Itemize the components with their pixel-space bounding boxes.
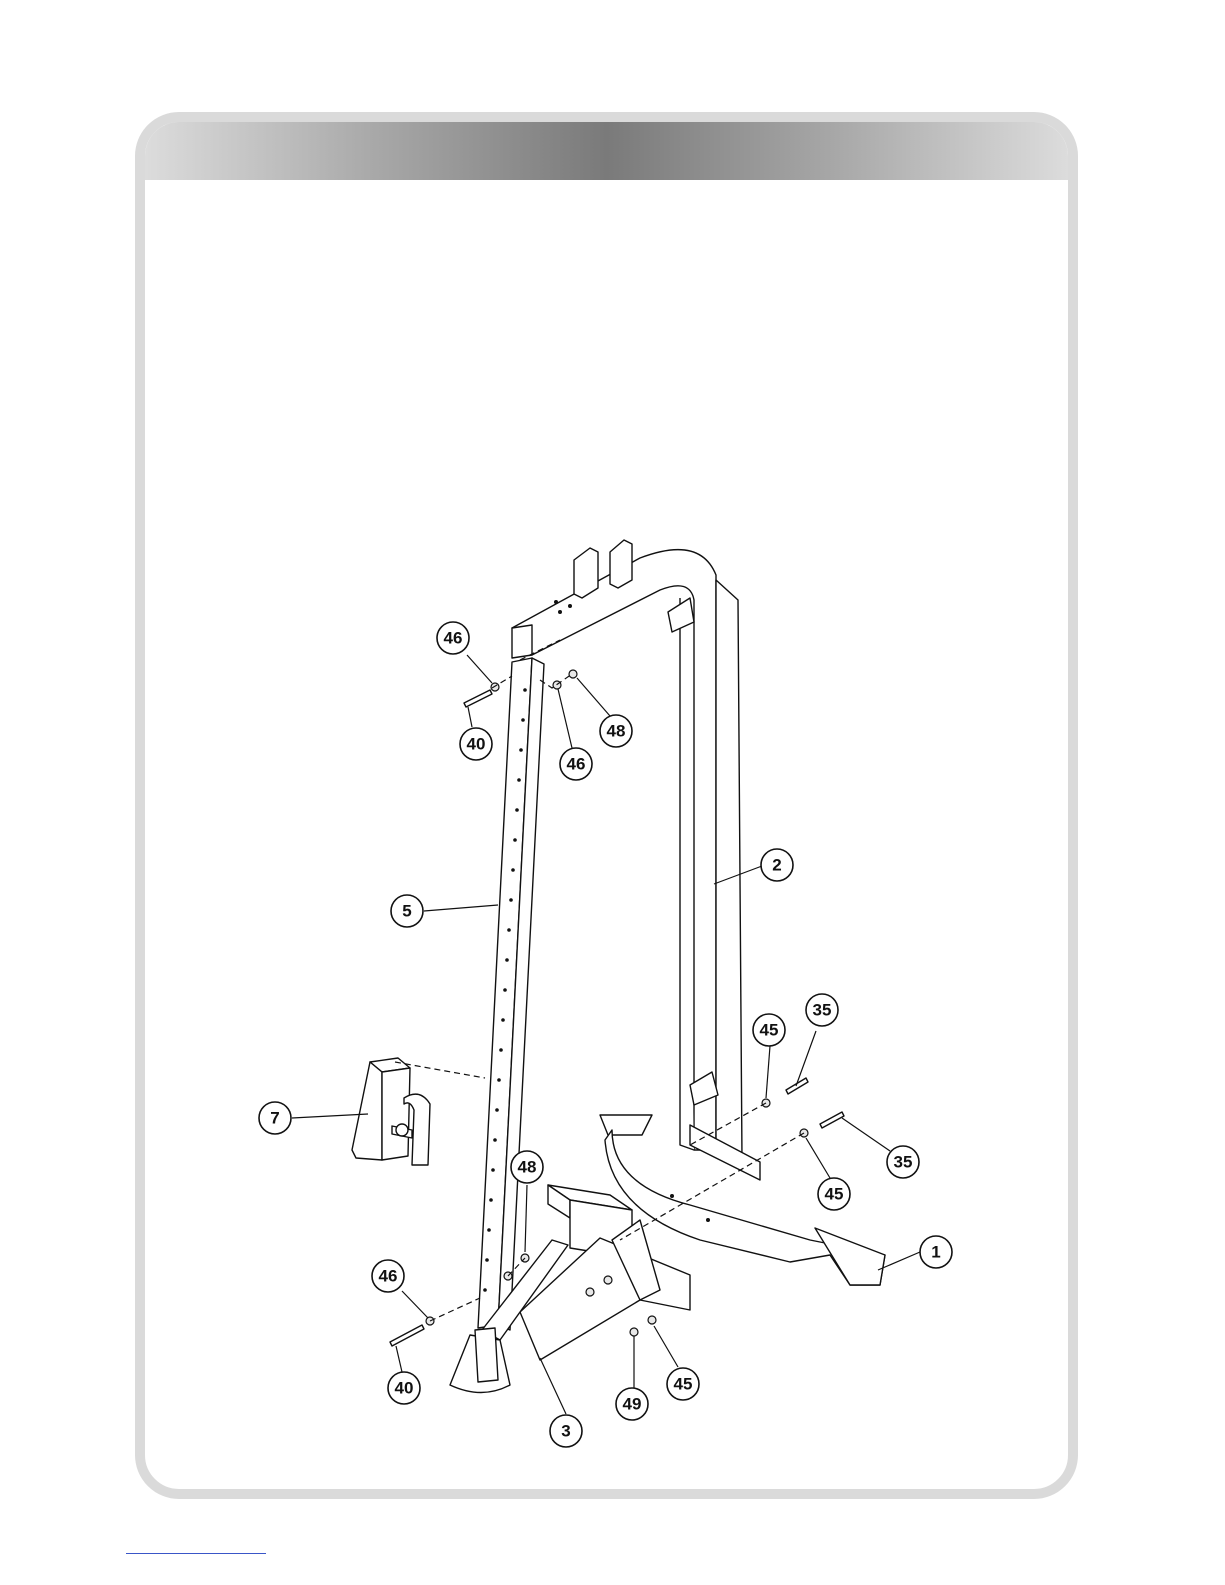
callout-48-bottom: 48	[511, 1151, 543, 1183]
callout-46-mid: 46	[560, 748, 592, 780]
callout-5: 5	[391, 895, 423, 927]
callout-45-right: 45	[818, 1178, 850, 1210]
svg-text:40: 40	[395, 1379, 414, 1398]
bottom-link-underline	[126, 1553, 266, 1554]
svg-text:7: 7	[270, 1109, 279, 1128]
svg-text:35: 35	[894, 1153, 913, 1172]
svg-text:2: 2	[772, 856, 781, 875]
svg-text:48: 48	[607, 722, 626, 741]
svg-text:35: 35	[813, 1001, 832, 1020]
svg-text:40: 40	[467, 735, 486, 754]
svg-text:3: 3	[561, 1422, 570, 1441]
callout-1: 1	[920, 1236, 952, 1268]
svg-text:1: 1	[931, 1243, 940, 1262]
svg-text:48: 48	[518, 1158, 537, 1177]
svg-text:49: 49	[623, 1395, 642, 1414]
callout-35-upper: 35	[806, 994, 838, 1026]
callout-46-bottom: 46	[372, 1260, 404, 1292]
svg-text:5: 5	[402, 902, 411, 921]
part-7-carriage	[352, 1058, 430, 1165]
callout-40-bottom: 40	[388, 1372, 420, 1404]
part-5-post	[478, 658, 544, 1330]
callout-49: 49	[616, 1388, 648, 1420]
callout-2: 2	[761, 849, 793, 881]
callout-46-top: 46	[437, 622, 469, 654]
callout-7: 7	[259, 1102, 291, 1134]
callout-45-upper: 45	[753, 1014, 785, 1046]
svg-text:45: 45	[825, 1185, 844, 1204]
part-2-upright-frame	[512, 540, 760, 1180]
callout-35-lower: 35	[887, 1146, 919, 1178]
callout-45-bottom: 45	[667, 1368, 699, 1400]
svg-text:46: 46	[567, 755, 586, 774]
callout-48-top: 48	[600, 715, 632, 747]
callout-3: 3	[550, 1415, 582, 1447]
svg-text:46: 46	[444, 629, 463, 648]
svg-text:45: 45	[760, 1021, 779, 1040]
svg-text:45: 45	[674, 1375, 693, 1394]
svg-text:46: 46	[379, 1267, 398, 1286]
callout-40-top: 40	[460, 728, 492, 760]
